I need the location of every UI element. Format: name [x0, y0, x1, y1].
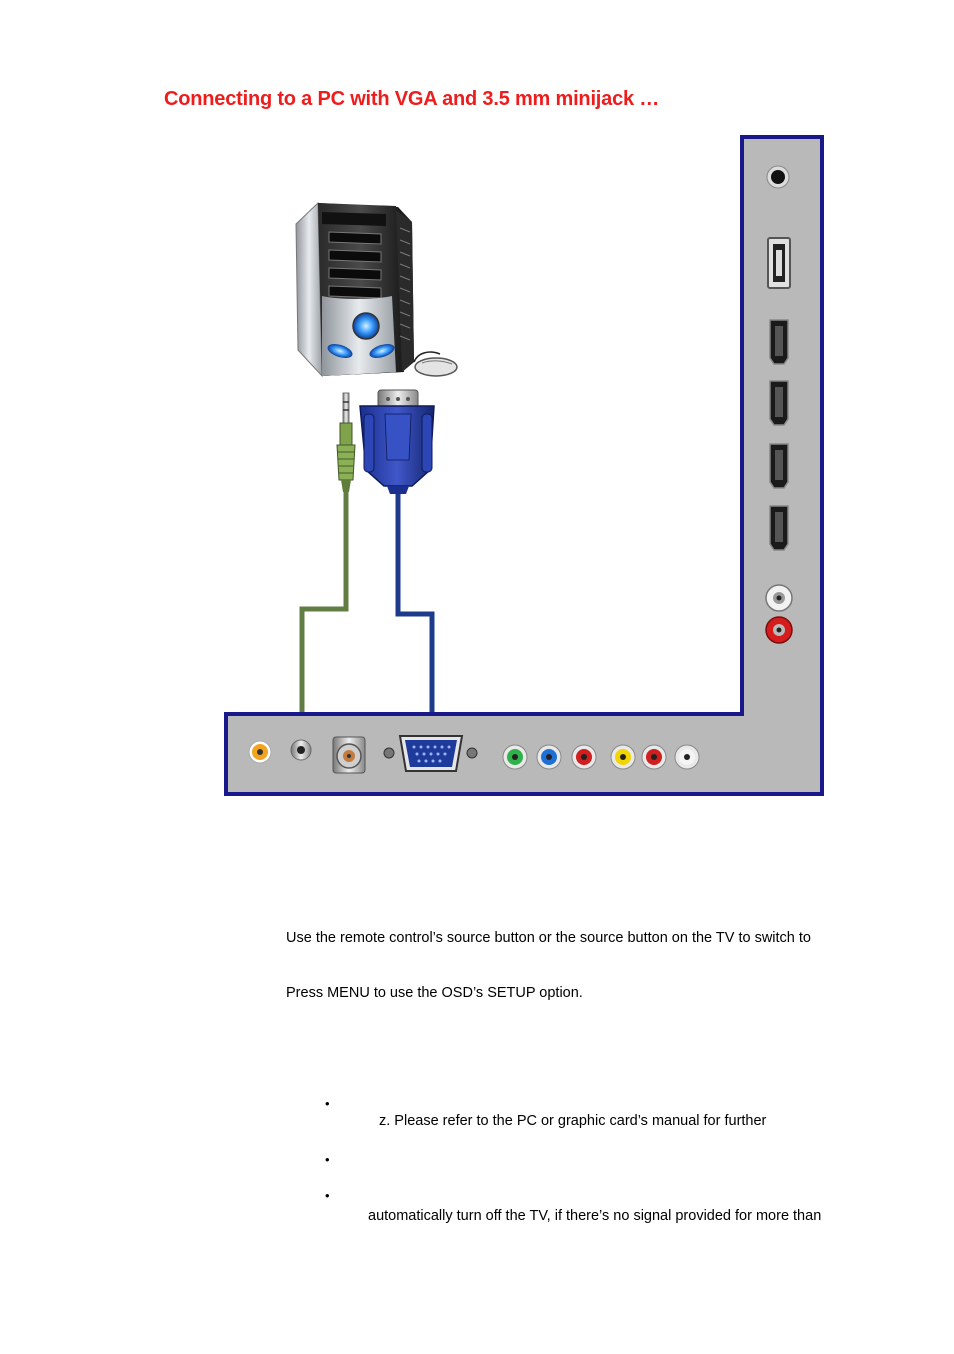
headphone-jack-icon [766, 165, 790, 189]
bullet-3: • [325, 1188, 330, 1203]
mouse-icon [413, 351, 458, 377]
rca-jack-icon [248, 740, 272, 764]
bottom-ports [248, 735, 700, 774]
minijack-plug-icon [336, 392, 356, 492]
rca-jack-icon [641, 744, 667, 770]
rca-jack-icon [765, 616, 793, 644]
rca-jack-icon [610, 744, 636, 770]
bullet-3-continuation: automatically turn off the TV, if there’… [368, 1208, 822, 1224]
hdmi-port-icon [769, 505, 789, 551]
page-title: Connecting to a PC with VGA and 3.5 mm m… [164, 88, 660, 110]
usb-port-icon [767, 237, 791, 289]
instruction-line-2: Press MENU to use the OSD’s SETUP option… [286, 985, 583, 1001]
vga-port-icon [383, 735, 478, 772]
audio-cable [299, 488, 349, 712]
bullet-1: • [325, 1096, 330, 1111]
rca-jack-icon [536, 744, 562, 770]
hdmi-port-icon [769, 443, 789, 489]
bullet-2: • [325, 1152, 330, 1167]
bullet-1-continuation: z. Please refer to the PC or graphic car… [379, 1113, 767, 1129]
rca-jack-icon [765, 584, 793, 612]
headphone-jack-icon [290, 739, 312, 761]
rca-jack-icon [571, 744, 597, 770]
coax-jack-icon [332, 736, 366, 774]
instruction-line-1: Use the remote control’s source button o… [286, 930, 811, 946]
hdmi-port-icon [769, 319, 789, 365]
rca-jack-icon [674, 744, 700, 770]
vga-cable [395, 488, 435, 712]
pc-tower-icon [295, 201, 414, 378]
tv-rear-panel [224, 135, 824, 796]
hdmi-port-icon [769, 380, 789, 426]
rca-jack-icon [502, 744, 528, 770]
side-ports [765, 165, 793, 644]
vga-plug-icon [359, 389, 435, 494]
